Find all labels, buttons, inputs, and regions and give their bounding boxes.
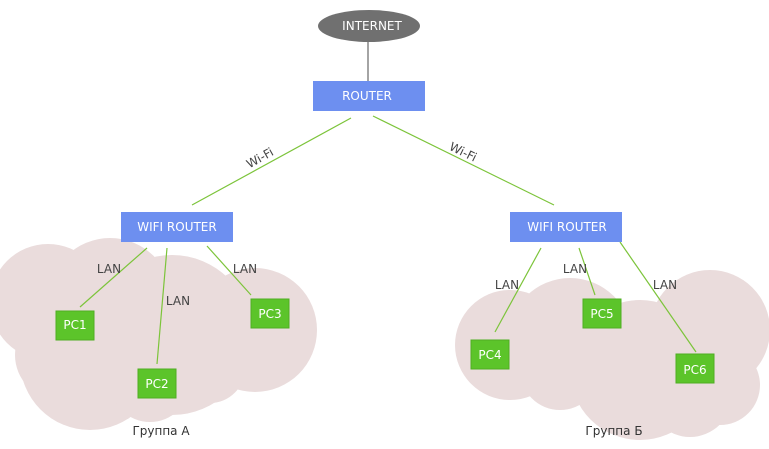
- wifi-router-right-box: [510, 212, 622, 242]
- group-b-label: Группа Б: [585, 424, 642, 438]
- lan-label-pc1: LAN: [97, 262, 121, 276]
- pc3-box: [250, 298, 290, 329]
- lan-link-pc2: [156, 247, 168, 365]
- pc5-label: PC5: [590, 307, 613, 321]
- router-box: [313, 81, 425, 111]
- pc4-label: PC4: [478, 348, 501, 362]
- wifi-router-left-label: WIFI ROUTER: [137, 220, 216, 234]
- pc4-box: [470, 339, 510, 370]
- wifi-router-left-box: [121, 212, 233, 242]
- lan-label-pc5: LAN: [563, 262, 587, 276]
- lan-link-pc1: [79, 247, 148, 308]
- pc3-node[interactable]: PC3: [250, 298, 290, 329]
- pc6-box: [675, 353, 715, 384]
- lan-link-pc6: [619, 241, 697, 353]
- lan-label-pc4: LAN: [495, 278, 519, 292]
- router-node[interactable]: ROUTER: [313, 81, 425, 111]
- pc2-label: PC2: [145, 377, 168, 391]
- wifi-router-left[interactable]: WIFI ROUTER: [121, 212, 233, 242]
- pc5-node[interactable]: PC5: [582, 298, 622, 329]
- lan-label-pc3: LAN: [233, 262, 257, 276]
- pc2-box: [137, 368, 177, 399]
- pc6-node[interactable]: PC6: [675, 353, 715, 384]
- pc2-node[interactable]: PC2: [137, 368, 177, 399]
- wifi-link-right: [372, 115, 555, 206]
- group-a-label: Группа А: [132, 424, 190, 438]
- lan-label-pc6: LAN: [653, 278, 677, 292]
- wifi-router-right-label: WIFI ROUTER: [527, 220, 606, 234]
- wifi-link-left: [191, 117, 352, 206]
- internet-label: INTERNET: [342, 19, 402, 33]
- lan-label-pc2: LAN: [166, 294, 190, 308]
- lan-link-pc3: [206, 245, 252, 296]
- pc1-box: [55, 310, 95, 341]
- group-b-cloud: [455, 270, 769, 440]
- wifi-router-right[interactable]: WIFI ROUTER: [510, 212, 622, 242]
- pc1-node[interactable]: PC1: [55, 310, 95, 341]
- pc6-label: PC6: [683, 363, 706, 377]
- pc3-label: PC3: [258, 307, 281, 321]
- group-a-cloud: [0, 238, 317, 430]
- pc1-label: PC1: [63, 318, 86, 332]
- pc4-node[interactable]: PC4: [470, 339, 510, 370]
- internet-ellipse: [318, 10, 420, 42]
- lan-link-pc5: [578, 247, 596, 296]
- internet-node[interactable]: INTERNET: [318, 10, 420, 42]
- pc5-box: [582, 298, 622, 329]
- router-label: ROUTER: [342, 89, 392, 103]
- lan-link-pc4: [494, 247, 542, 333]
